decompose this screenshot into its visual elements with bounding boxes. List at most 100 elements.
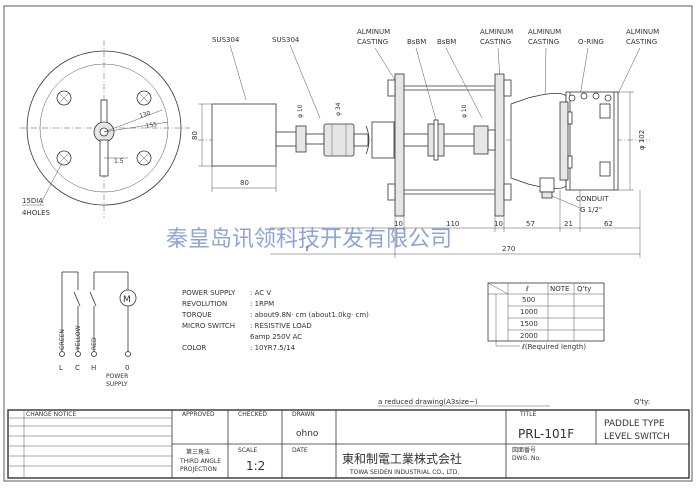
holes-callout-count: 4HOLES xyxy=(22,209,51,217)
scale-value: 1:2 xyxy=(246,459,265,473)
spec-label: MICRO SWITCH xyxy=(182,322,235,330)
drawn-name: ohno xyxy=(296,429,319,439)
callout-alminum-casting-3-b: CASTING xyxy=(528,38,559,46)
spec-value: : 10YR7.5/14 xyxy=(250,344,296,352)
switch-housing xyxy=(510,93,567,189)
sheet-border xyxy=(3,5,693,482)
callout-alminum-casting-4: ALMINUM xyxy=(626,28,659,36)
wire-red: RED xyxy=(91,337,98,350)
dim-80-horizontal: 80 xyxy=(240,179,249,187)
dim-110: 110 xyxy=(446,220,459,228)
third-angle-en: THIRD ANGLE xyxy=(179,458,221,465)
dim-57: 57 xyxy=(526,220,535,228)
bolt-hole-icon xyxy=(136,150,152,166)
company-name-en: TOWA SEIDEN INDUSTRIAL CO., LTD. xyxy=(349,469,459,476)
right-flange xyxy=(494,73,505,217)
required-length-label: ℓ(Required length) xyxy=(521,343,586,351)
dim-10-a: 10 xyxy=(394,220,403,228)
dim-155: 155 xyxy=(145,121,158,130)
checked-header: CHECKED xyxy=(238,411,267,418)
dim-62: 62 xyxy=(604,220,613,228)
spec-label: TORQUE xyxy=(181,311,212,319)
dim-phi34: φ 34 xyxy=(335,102,342,116)
spec-label: COLOR xyxy=(182,344,207,352)
dim-130: 130 xyxy=(138,110,151,120)
callout-o-ring: O-RING xyxy=(578,38,604,46)
dim-length-l: ℓ xyxy=(305,245,309,253)
conduit-label: CONDUIT xyxy=(576,195,609,203)
bolt-hole-icon xyxy=(136,90,152,106)
front-view: 130 155 1.5 15DIA 4HOLES xyxy=(20,40,190,218)
motor-label: M xyxy=(123,295,131,305)
title-line-2: LEVEL SWITCH xyxy=(604,432,670,442)
left-flange xyxy=(394,73,405,217)
length-table: ℓ NOTE Q'ty 500 1000 1500 2000 ℓ(Require… xyxy=(487,282,605,351)
company-name-jp: 東和制電工業株式会社 xyxy=(342,451,462,466)
spec-value: : RESISTIVE LOAD xyxy=(250,322,312,330)
conduit-size: G 1/2" xyxy=(580,206,602,214)
callout-alminum-casting-3: ALMINUM xyxy=(528,28,561,36)
spec-label: POWER SUPPLY xyxy=(182,289,236,297)
wire-yellow: YELLOW xyxy=(75,325,82,351)
bolt-hole-icon xyxy=(56,150,72,166)
terminal-c: C xyxy=(75,364,80,372)
spec-value: : 1RPM xyxy=(250,300,274,308)
title-block: CHANGE NOTICE APPROVED CHECKED DRAWN ohn… xyxy=(7,409,690,479)
spec-value: : AC V xyxy=(250,289,271,297)
spec-label: REVOLUTION xyxy=(182,300,227,308)
conduit-port xyxy=(539,177,555,193)
table-row: 500 xyxy=(522,296,535,304)
watermark-text: 秦皇岛讯领科技开发有限公司 xyxy=(166,227,452,252)
date-header: DATE xyxy=(292,447,308,454)
callout-alminum-casting-1: ALMINUM xyxy=(357,28,390,36)
table-header-l: ℓ xyxy=(525,285,529,293)
coupling xyxy=(323,123,355,157)
title-line-1: PADDLE TYPE xyxy=(604,419,665,429)
wire-green: GREEN xyxy=(59,329,66,350)
dim-phi10-a: φ 10 xyxy=(297,104,304,118)
change-notice-header: CHANGE NOTICE xyxy=(26,411,76,418)
power-supply-label: POWER xyxy=(106,373,128,380)
table-header-note: NOTE xyxy=(550,285,569,293)
holes-callout: 15DIA xyxy=(22,197,43,205)
part-number: PRL-101F xyxy=(518,427,574,441)
dwg-no-label: DWG. No. xyxy=(512,455,541,462)
qty-label: Q'ty: xyxy=(634,398,650,406)
title-header: TITLE xyxy=(519,411,536,418)
terminal-l: L xyxy=(59,364,63,372)
dim-phi102: φ 102 xyxy=(638,130,646,150)
reduced-drawing-note: a reduced drawing(A3size~) xyxy=(378,398,478,406)
approved-header: APPROVED xyxy=(182,411,215,418)
side-view: φ 102 CONDUIT G 1/2" 80 80 φ 10 φ 34 φ 1… xyxy=(191,73,650,258)
dim-10-b: 10 xyxy=(494,220,503,228)
drawn-header: DRAWN xyxy=(292,411,315,418)
dim-80-vertical: 80 xyxy=(191,131,199,140)
callout-alminum-casting-2-b: CASTING xyxy=(480,38,511,46)
callout-alminum-casting-1-b: CASTING xyxy=(357,38,388,46)
terminal-0: 0 xyxy=(125,364,129,372)
spec-value: 6amp 250V AC xyxy=(250,333,302,341)
callout-alminum-casting-2: ALMINUM xyxy=(480,28,513,36)
table-row: 2000 xyxy=(520,332,538,340)
spec-value: : about9.8N· cm (about1.0kg· cm) xyxy=(250,311,369,319)
specifications: POWER SUPPLY : AC V REVOLUTION : 1RPM TORQUE… xyxy=(181,289,369,352)
table-row: 1500 xyxy=(520,320,538,328)
callout-bsbm-1: BsBM xyxy=(407,38,426,46)
dim-270: 270 xyxy=(502,245,515,253)
table-row: 1000 xyxy=(520,308,538,316)
callout-bsbm-2: BsBM xyxy=(437,38,456,46)
table-header-qty: Q'ty xyxy=(577,285,591,293)
paddle-blade xyxy=(211,103,277,167)
dim-phi10-b: φ 10 xyxy=(461,104,468,118)
power-supply-label-b: SUPPLY xyxy=(106,381,128,388)
dim-21: 21 xyxy=(564,220,573,228)
dwg-no-label-jp: 図面番号 xyxy=(512,447,536,454)
dim-1-5: 1.5 xyxy=(114,158,124,165)
bolt-hole-icon xyxy=(56,90,72,106)
third-angle-proj: PROJECTION xyxy=(180,466,217,473)
scale-header: SCALE xyxy=(238,447,257,454)
material-callouts: SUS304 SUS304 ALMINUM CASTING BsBM BsBM … xyxy=(212,28,659,121)
third-angle-jp: 第三角法 xyxy=(186,448,210,456)
wiring-diagram: M GREEN YELLOW RED L C H 0 POWER SUPPLY xyxy=(59,271,137,388)
terminal-h: H xyxy=(91,364,96,372)
